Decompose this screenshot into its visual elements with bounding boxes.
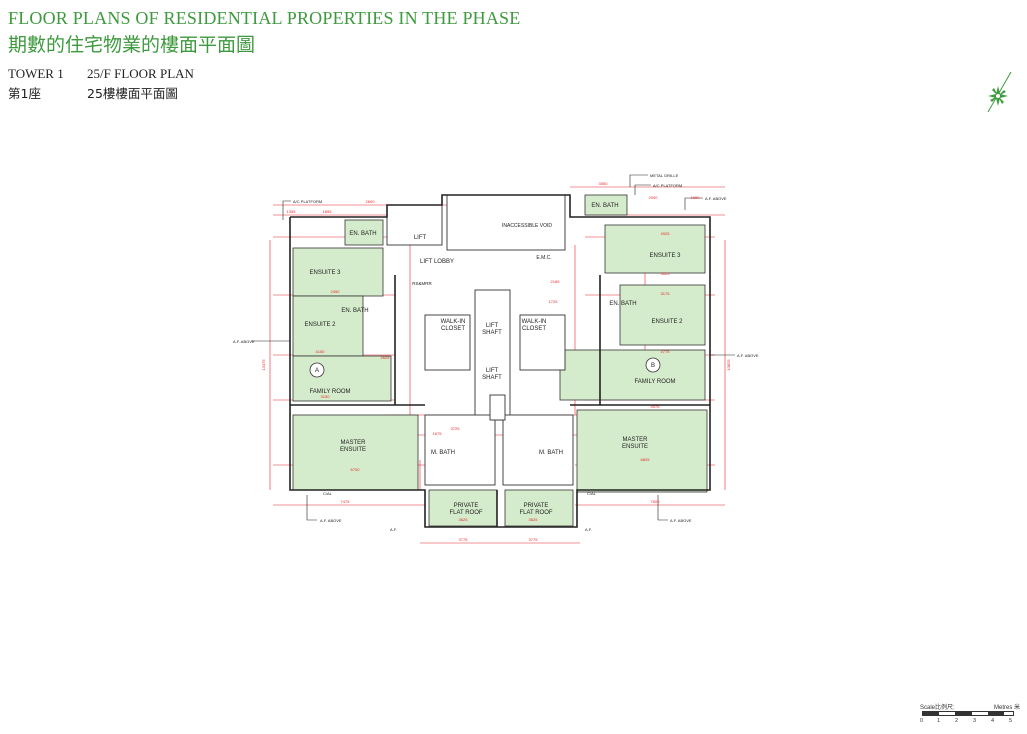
scale-tick-1: 1 — [937, 718, 941, 724]
dim-4925: 4925 — [661, 231, 671, 236]
floor-label: 25/F FLOOR PLAN — [87, 66, 194, 81]
dim-2000: 2000 — [649, 195, 659, 200]
cal-left: C/AL — [323, 491, 333, 496]
scale-tick-2: 2 — [955, 718, 959, 724]
page-title: FLOOR PLANS OF RESIDENTIAL PROPERTIES IN… — [8, 8, 521, 28]
family-room-left: FAMILY ROOM — [309, 389, 350, 395]
core-walls — [386, 194, 574, 486]
walk-in-left-1: WALK-IN — [441, 319, 466, 325]
dim-3625-left: 3625 — [459, 517, 469, 522]
ac-platform-left: A/C PLATFORM — [293, 199, 322, 204]
lift-shaft-1b: SHAFT — [482, 330, 502, 336]
master-ensuite-left-1: MASTER — [340, 440, 366, 446]
private-roof-right-1: PRIVATE — [524, 503, 549, 509]
dim-5025: 5025 — [661, 271, 671, 276]
emc-label: E.M.C. — [536, 255, 551, 261]
unit-marker-b — [645, 357, 661, 373]
af-above-left: A.F. ABOVE — [233, 339, 255, 344]
walk-in-left-2: CLOSET — [441, 326, 465, 332]
unit-marker-b-label: B — [651, 363, 655, 369]
dim-3775-right: 3775 — [529, 537, 539, 542]
af-label-left: A.F. — [390, 527, 397, 532]
dim-4975: 4975 — [651, 404, 661, 409]
outer-walls — [289, 194, 711, 528]
dim-13475: 13475 — [261, 359, 266, 371]
lift-shaft-2b: SHAFT — [482, 375, 502, 381]
dim-2600: 2600 — [366, 199, 376, 204]
af-above-bottom-right: A.F. ABOVE — [670, 518, 692, 523]
compass-icon — [987, 71, 1012, 113]
ensuite2-left: ENSUITE 2 — [304, 322, 336, 328]
floor-plan: A B ENSUITE 3 ENSUITE 2 FAMILY ROOM MAST… — [233, 173, 759, 544]
cal-right: C/AL — [587, 491, 597, 496]
family-room-right: FAMILY ROOM — [634, 379, 675, 385]
dim-7600: 7600 — [651, 499, 661, 504]
private-roof-right-2: FLAT ROOF — [519, 510, 552, 516]
en-bath-left: EN. BATH — [349, 231, 376, 237]
scale-tick-5: 5 — [1009, 718, 1013, 724]
lift-label: LIFT — [414, 235, 427, 241]
private-roof-left-1: PRIVATE — [454, 503, 479, 509]
af-label-right: A.F. — [585, 527, 592, 532]
dim-3175: 3175 — [661, 291, 671, 296]
inaccessible-void: INACCESSIBLE VOID — [502, 223, 552, 229]
dim-3625-right: 3625 — [529, 517, 539, 522]
dim-3150: 3150 — [321, 394, 331, 399]
en-bath-right: EN. BATH — [591, 203, 618, 209]
dim-6700: 6700 — [351, 467, 361, 472]
rs-mrr-label: RS&MRR — [412, 281, 432, 286]
scale-tick-4: 4 — [991, 718, 995, 724]
scale-label: Scale比例尺: — [920, 705, 955, 711]
dim-1355: 1355 — [287, 209, 297, 214]
dim-3725: 3725 — [451, 426, 461, 431]
scale-bar-graphic — [922, 711, 1014, 716]
m-bath-left: M. BATH — [431, 450, 455, 456]
lift-shaft-1a: LIFT — [486, 323, 499, 329]
lift-lobby-label: LIFT LOBBY — [420, 259, 454, 265]
dim-1725: 1725 — [549, 299, 559, 304]
unit-marker-a-label: A — [315, 368, 319, 374]
master-ensuite-right-2: ENSUITE — [622, 444, 648, 450]
page-title-zh: 期數的住宅物業的樓面平面圖 — [8, 34, 256, 56]
dim-4150: 4150 — [316, 349, 326, 354]
walk-in-right-1: WALK-IN — [522, 319, 547, 325]
af-above-right: A.F. ABOVE — [737, 353, 759, 358]
dim-6825: 6825 — [641, 457, 651, 462]
ensuite3-right: ENSUITE 3 — [649, 253, 681, 259]
dim-3550: 3550 — [599, 181, 609, 186]
scale-unit-label: Metres 米 — [993, 705, 1020, 711]
tower-label-zh: 第1座 — [8, 86, 41, 101]
scale-tick-3: 3 — [973, 718, 977, 724]
dim-7475: 7475 — [341, 499, 351, 504]
floor-label-zh: 25樓樓面平面圖 — [87, 86, 178, 101]
en-bath-right-2: EN. BATH — [609, 301, 636, 307]
private-roof-left-2: FLAT ROOF — [449, 510, 482, 516]
scale-tick-0: 0 — [920, 718, 924, 724]
metal-grille-label: METAL GRILLE — [650, 173, 679, 178]
dim-1675: 1675 — [433, 431, 443, 436]
unit-marker-a — [309, 362, 325, 378]
dim-2625: 2625 — [381, 355, 391, 360]
dim-2165: 2165 — [551, 279, 561, 284]
en-bath-left-2: EN. BATH — [341, 308, 368, 314]
walk-in-right-2: CLOSET — [522, 326, 546, 332]
m-bath-right: M. BATH — [539, 450, 563, 456]
ac-platform-right: A/C PLATFORM — [653, 183, 682, 188]
room-fills — [292, 194, 708, 527]
af-above-top-right: A.F. ABOVE — [705, 196, 727, 201]
dim-4775: 4775 — [661, 349, 671, 354]
dim-3775-left: 3775 — [459, 537, 469, 542]
dim-2450: 2450 — [331, 289, 341, 294]
lift-shaft-2a: LIFT — [486, 368, 499, 374]
dim-1650: 1650 — [691, 195, 701, 200]
master-ensuite-right-1: MASTER — [622, 437, 648, 443]
dim-10825: 10825 — [726, 359, 731, 371]
dim-1855: 1855 — [323, 209, 333, 214]
master-ensuite-left-2: ENSUITE — [340, 447, 366, 453]
ensuite3-left: ENSUITE 3 — [309, 270, 341, 276]
af-above-bottom-left: A.F. ABOVE — [320, 518, 342, 523]
tower-label: TOWER 1 — [8, 66, 64, 81]
scale-bar: Scale比例尺: Metres 米 0 1 2 3 4 5 — [920, 702, 1020, 728]
ensuite2-right: ENSUITE 2 — [651, 319, 683, 325]
